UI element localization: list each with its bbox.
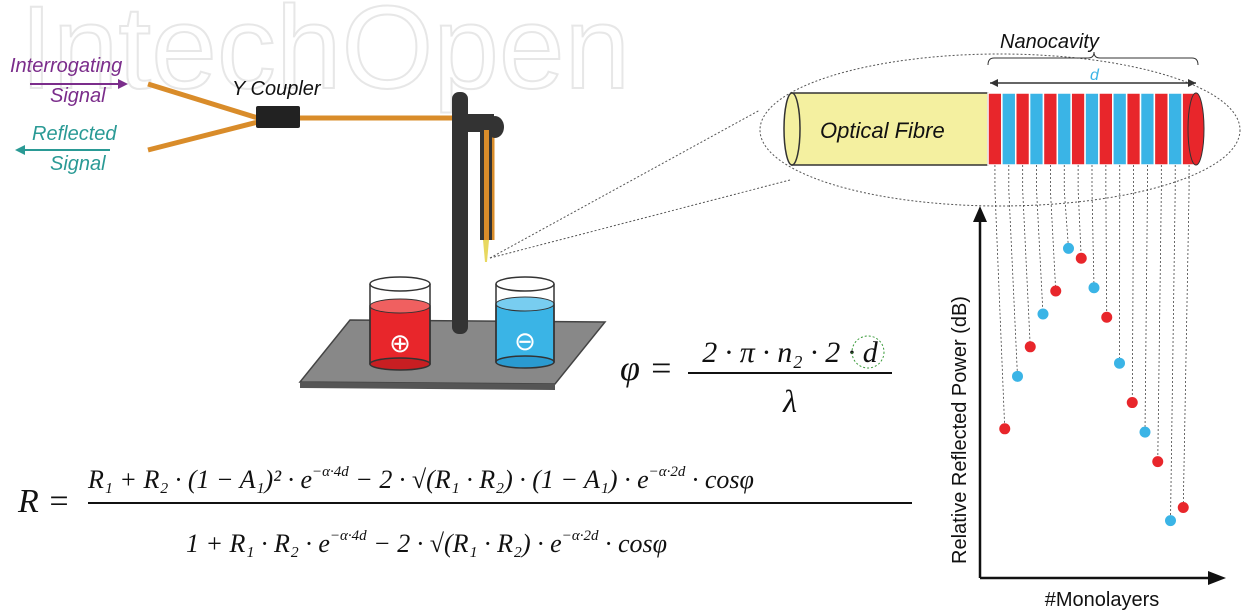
- drop-line: [1145, 165, 1147, 432]
- drop-line: [1037, 165, 1043, 314]
- data-point: [1063, 243, 1074, 254]
- data-point: [1025, 341, 1036, 352]
- R-lhs: R =: [17, 483, 70, 520]
- nanocavity-layer: [1030, 93, 1044, 165]
- nanocavity-layer: [1043, 93, 1057, 165]
- data-point: [1140, 427, 1151, 438]
- x-axis-label: #Monolayers: [1045, 589, 1160, 610]
- interrogating-label-line2: Signal: [50, 85, 106, 107]
- nanocavity-layer: [1141, 93, 1155, 165]
- data-point: [1114, 358, 1125, 369]
- drop-line: [1050, 165, 1055, 291]
- drop-line: [1009, 165, 1018, 376]
- optical-fibre-label: Optical Fibre: [820, 118, 945, 143]
- data-point: [1089, 282, 1100, 293]
- nanocavity-label: Nanocavity: [1000, 31, 1100, 53]
- data-point: [1076, 253, 1087, 264]
- y-axis-arrow-icon: [973, 206, 987, 222]
- drop-line: [1171, 165, 1176, 521]
- data-point: [1050, 286, 1061, 297]
- lab-stand: [300, 92, 605, 390]
- reflectance-equation: R = R₁ + R₂ · (1 − A₁)² · e−α·4d − 2 · √…: [17, 464, 912, 558]
- data-point: [1178, 502, 1189, 513]
- data-point: [1101, 312, 1112, 323]
- reflected-power-chart: #Monolayers Relative Reflected Power (dB…: [949, 165, 1226, 610]
- interrogating-label-line1: Interrogating: [10, 55, 122, 77]
- y-axis-label: Relative Reflected Power (dB): [949, 296, 971, 564]
- data-point: [1127, 397, 1138, 408]
- nanocavity-layers: [988, 93, 1204, 165]
- x-axis-arrow-icon: [1208, 571, 1226, 585]
- nanocavity-layer: [1099, 93, 1113, 165]
- nanocavity-layer: [1085, 93, 1099, 165]
- y-coupler-box: [256, 106, 300, 128]
- y-coupler-label: Y Coupler: [232, 78, 322, 100]
- data-point: [1152, 456, 1163, 467]
- reflected-label-line1: Reflected: [32, 123, 117, 145]
- R-denominator: 1 + R₁ · R₂ · e−α·4d − 2 · √(R₁ · R₂) · …: [186, 528, 667, 558]
- drop-line: [1078, 165, 1081, 258]
- reflected-signal: Reflected Signal: [15, 123, 117, 175]
- drop-line: [1064, 165, 1068, 248]
- drop-line: [1106, 165, 1107, 317]
- phase-equation: φ = 2 · π · n₂ · 2 · d λ: [620, 336, 892, 419]
- drop-line: [1158, 165, 1162, 462]
- nanocavity-layer: [1002, 93, 1016, 165]
- plus-icon: ⊕: [389, 328, 411, 358]
- optical-fibre: Optical Fibre: [784, 93, 988, 165]
- drop-line: [1183, 165, 1189, 508]
- drop-line: [1023, 165, 1031, 347]
- nanocavity-layer: [1057, 93, 1071, 165]
- nanocavity-layer: [1127, 93, 1141, 165]
- drop-line: [995, 165, 1005, 429]
- fibre-end-cap: [1188, 93, 1204, 165]
- nanocavity-layer: [1113, 93, 1127, 165]
- nanocavity-layer: [1016, 93, 1030, 165]
- minus-icon: ⊖: [514, 326, 536, 356]
- beaker-negative: ⊖: [496, 277, 554, 368]
- data-point: [1038, 309, 1049, 320]
- nanocavity-layer: [988, 93, 1002, 165]
- d-label: d: [1090, 67, 1100, 84]
- data-point: [999, 423, 1010, 434]
- beaker-positive: ⊕: [370, 277, 430, 370]
- reflected-label-line2: Signal: [50, 153, 106, 175]
- phi-denominator: λ: [782, 383, 797, 419]
- data-point: [1165, 515, 1176, 526]
- R-numerator: R₁ + R₂ · (1 − A₁)² · e−α·4d − 2 · √(R₁ …: [87, 464, 754, 494]
- nanocavity-layer: [1071, 93, 1085, 165]
- nanocavity-layer: [1168, 93, 1182, 165]
- nanocavity-layer: [1154, 93, 1168, 165]
- drop-line: [1132, 165, 1133, 403]
- drop-line: [1092, 165, 1094, 288]
- phi-lhs: φ =: [620, 348, 673, 388]
- arrow-left-icon: [15, 145, 25, 155]
- data-point: [1012, 371, 1023, 382]
